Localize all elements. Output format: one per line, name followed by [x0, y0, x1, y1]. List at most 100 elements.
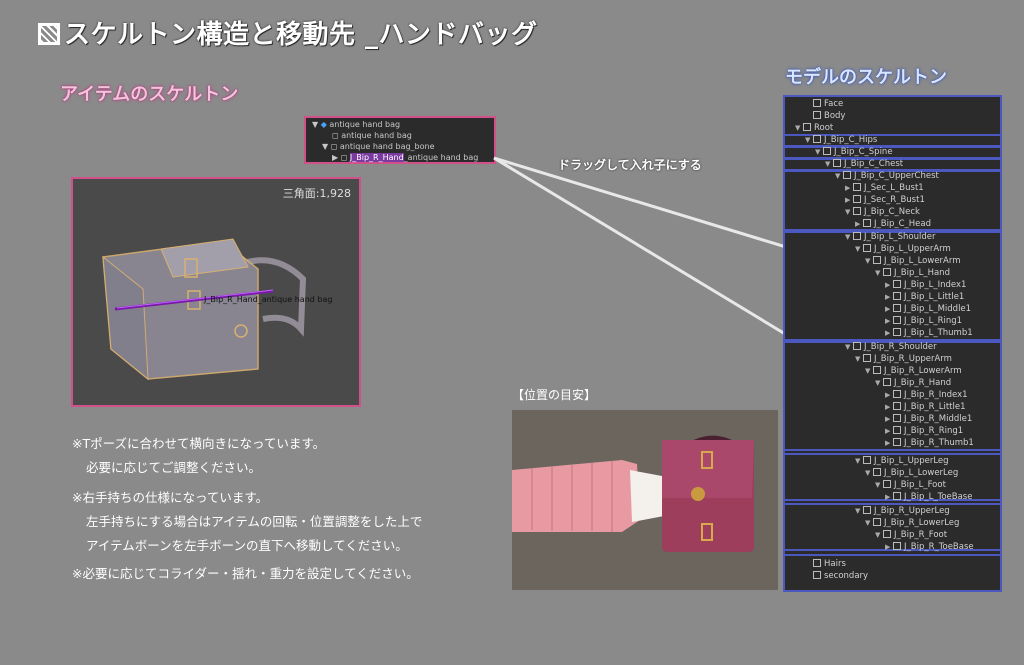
expand-arrow-icon[interactable]: ▼ — [835, 172, 841, 180]
collapse-arrow-icon[interactable]: ▶ — [885, 415, 891, 423]
hierarchy-row-label: J_Bip_R_UpperLeg — [874, 506, 950, 516]
hierarchy-row[interactable]: ▼ J_Bip_C_UpperChest — [835, 170, 939, 182]
hierarchy-row[interactable]: ▼J_Bip_R_LowerLeg — [865, 517, 959, 529]
hierarchy-row-label: J_Bip_L_Hand — [894, 268, 950, 278]
expand-arrow-icon[interactable]: ▼ — [845, 233, 851, 241]
expand-arrow-icon[interactable]: ▼ — [855, 457, 861, 465]
collapse-arrow-icon[interactable]: ▶ — [885, 317, 891, 325]
hierarchy-row[interactable]: ▼J_Bip_C_Chest — [825, 158, 903, 170]
collapse-arrow-icon[interactable]: ▶ — [885, 403, 891, 411]
item-hierarchy-panel: ▼ ◆ antique hand bag ◻ antique hand bag … — [304, 116, 496, 164]
expand-arrow-icon[interactable]: ▼ — [865, 257, 871, 265]
expand-arrow-icon[interactable]: ▼ — [865, 469, 871, 477]
hierarchy-row-label: J_Bip_L_UpperLeg — [874, 456, 949, 466]
collapse-arrow-icon[interactable]: ▶ — [885, 439, 891, 447]
cube-icon — [893, 492, 901, 500]
hierarchy-row[interactable]: ▶J_Bip_R_Index1 — [885, 389, 968, 401]
cube-icon — [853, 232, 861, 240]
expand-arrow-icon[interactable]: ▼ — [815, 148, 821, 156]
cube-icon — [853, 183, 861, 191]
collapse-arrow-icon[interactable]: ▶ — [885, 493, 891, 501]
hierarchy-row[interactable]: ▼J_Bip_L_Foot — [875, 479, 946, 491]
expand-arrow-icon[interactable]: ▼ — [855, 245, 861, 253]
hierarchy-row[interactable]: ▼J_Bip_C_Neck — [845, 206, 920, 218]
hierarchy-row[interactable]: secondary — [805, 570, 868, 582]
hierarchy-row[interactable]: ▼J_Bip_R_Shoulder — [845, 341, 937, 353]
collapse-arrow-icon[interactable]: ▶ — [885, 391, 891, 399]
expand-arrow-icon[interactable]: ▼ — [875, 531, 881, 539]
expand-arrow-icon[interactable]: ▼ — [845, 343, 851, 351]
hierarchy-row[interactable]: ▼ ◻ antique hand bag_bone — [322, 142, 435, 151]
hierarchy-row[interactable]: ▶J_Bip_L_Little1 — [885, 291, 964, 303]
bag-wireframe-illustration — [102, 238, 307, 381]
hierarchy-row[interactable]: Body — [805, 110, 845, 122]
hierarchy-row[interactable]: ▶J_Bip_L_Index1 — [885, 279, 966, 291]
expand-arrow-icon[interactable]: ▼ — [805, 136, 811, 144]
hierarchy-row[interactable]: ▶J_Bip_R_Thumb1 — [885, 437, 974, 449]
expand-arrow-icon[interactable]: ▼ — [322, 142, 331, 151]
hierarchy-row[interactable]: ▶J_Sec_R_Bust1 — [845, 194, 925, 206]
hierarchy-row[interactable]: ▼ ◆ antique hand bag — [312, 120, 401, 129]
hierarchy-row[interactable]: ▼J_Bip_R_UpperArm — [855, 353, 952, 365]
expand-arrow-icon[interactable]: ▼ — [865, 367, 871, 375]
collapse-arrow-icon[interactable]: ▶ — [885, 281, 891, 289]
hierarchy-row[interactable]: ▼J_Bip_L_LowerArm — [865, 255, 960, 267]
hierarchy-row[interactable]: Face — [805, 98, 843, 110]
collapse-arrow-icon[interactable]: ▶ — [885, 305, 891, 313]
collapse-arrow-icon[interactable]: ▶ — [885, 427, 891, 435]
hierarchy-row[interactable]: ▼J_Bip_L_Shoulder — [845, 231, 935, 243]
hierarchy-row[interactable]: ◻ antique hand bag — [332, 131, 412, 140]
collapse-arrow-icon[interactable]: ▶ — [885, 329, 891, 337]
expand-arrow-icon[interactable]: ▼ — [865, 519, 871, 527]
expand-arrow-icon[interactable]: ▼ — [845, 208, 851, 216]
hierarchy-row[interactable]: ▼ J_Bip_R_UpperLeg — [855, 505, 950, 517]
hierarchy-row[interactable]: ▶J_Bip_R_ToeBase — [885, 541, 974, 553]
group-outline — [783, 453, 1002, 501]
expand-arrow-icon[interactable]: ▼ — [825, 160, 831, 168]
hierarchy-row[interactable]: ▼J_Bip_L_UpperArm — [855, 243, 951, 255]
cube-icon — [833, 159, 841, 167]
expand-arrow-icon[interactable]: ▼ — [795, 124, 801, 132]
hierarchy-row[interactable]: ▶J_Bip_L_Thumb1 — [885, 327, 973, 339]
collapse-arrow-icon[interactable]: ▶ — [845, 184, 851, 192]
collapse-arrow-icon[interactable]: ▶ — [855, 220, 861, 228]
expand-arrow-icon[interactable]: ▼ — [855, 355, 861, 363]
hierarchy-row[interactable]: ▶J_Bip_R_Ring1 — [885, 425, 963, 437]
collapse-arrow-icon[interactable]: ▶ — [332, 153, 341, 162]
hierarchy-row[interactable]: ▼J_Bip_R_Foot — [875, 529, 947, 541]
collapse-arrow-icon[interactable]: ▶ — [885, 293, 891, 301]
scene-view[interactable]: 三角面:1,928 J_Bip_R_Hand_antique hand bag — [71, 177, 361, 407]
hierarchy-row[interactable]: ▶J_Bip_L_Middle1 — [885, 303, 971, 315]
cube-icon — [893, 426, 901, 434]
expand-arrow-icon[interactable]: ▼ — [312, 120, 321, 129]
hierarchy-row[interactable]: ▶J_Bip_L_Ring1 — [885, 315, 962, 327]
hierarchy-row-label: Face — [824, 99, 844, 109]
cube-icon — [873, 256, 881, 264]
hierarchy-row[interactable]: ▼J_Bip_L_LowerLeg — [865, 467, 958, 479]
hierarchy-row[interactable]: ▶J_Bip_R_Middle1 — [885, 413, 972, 425]
hierarchy-row[interactable]: ▶J_Bip_R_Little1 — [885, 401, 966, 413]
hierarchy-row[interactable]: ▼ J_Bip_L_Hand — [875, 267, 950, 279]
expand-arrow-icon[interactable]: ▼ — [875, 269, 881, 277]
hierarchy-row[interactable]: ▼J_Bip_C_Hips — [805, 134, 877, 146]
hierarchy-row[interactable]: ▼J_Bip_C_Spine — [815, 146, 893, 158]
hierarchy-row[interactable]: Hairs — [805, 558, 846, 570]
notes: ※Tポーズに合わせて横向きになっています。 必要に応じてご調整ください。 ※右手… — [72, 432, 422, 586]
hierarchy-row[interactable]: ▶J_Bip_C_Head — [855, 218, 931, 230]
hierarchy-row-hand[interactable]: ▶ ◻ J_Bip_R_Hand_antique hand bag — [332, 153, 479, 162]
hierarchy-row-label: J_Bip_C_UpperChest — [854, 171, 939, 181]
expand-arrow-icon[interactable]: ▼ — [855, 507, 861, 515]
hierarchy-row[interactable]: ▶J_Bip_L_ToeBase — [885, 491, 972, 503]
hierarchy-row[interactable]: ▼J_Bip_R_Hand — [875, 377, 951, 389]
hierarchy-row[interactable]: ▼Root — [795, 122, 833, 134]
collapse-arrow-icon[interactable]: ▶ — [845, 196, 851, 204]
cube-icon — [863, 506, 871, 514]
hierarchy-row[interactable]: ▼J_Bip_R_LowerArm — [865, 365, 962, 377]
position-guide-image — [512, 410, 778, 590]
expand-arrow-icon[interactable]: ▼ — [875, 481, 881, 489]
expand-arrow-icon[interactable]: ▼ — [875, 379, 881, 387]
collapse-arrow-icon[interactable]: ▶ — [885, 543, 891, 551]
hierarchy-row[interactable]: ▼ J_Bip_L_UpperLeg — [855, 455, 949, 467]
hierarchy-row[interactable]: ▶J_Sec_L_Bust1 — [845, 182, 924, 194]
note-line: ※Tポーズに合わせて横向きになっています。 — [72, 436, 326, 451]
